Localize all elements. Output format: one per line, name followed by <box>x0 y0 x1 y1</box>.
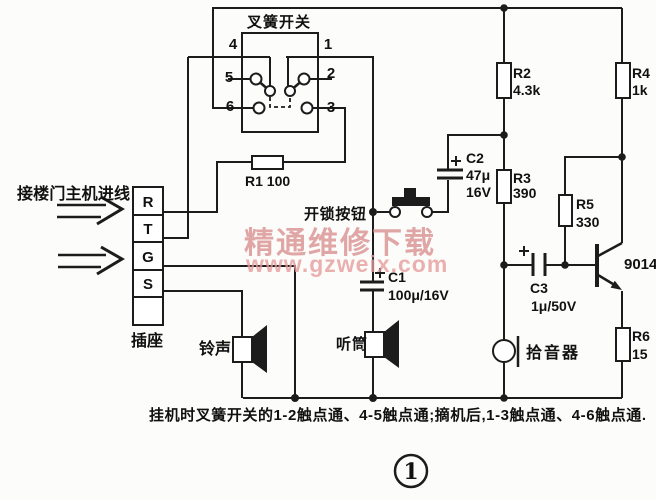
switch-arms <box>255 78 305 92</box>
r5-value: 330 <box>576 214 600 230</box>
terminal-2-label: 2 <box>327 65 335 82</box>
hook-switch-title: 叉簧开关 <box>246 13 310 31</box>
c2-plus-sign <box>451 156 461 166</box>
arrow-lines-bottom <box>58 253 106 269</box>
terminal-5-label: 5 <box>225 69 233 86</box>
r2-value: 4.3k <box>513 82 540 98</box>
caption-text: 挂机时叉簧开关的1-2触点通、4-5触点通;摘机后,1-3触点通、4-6触点通. <box>149 406 646 424</box>
c2-voltage: 16V <box>466 184 492 200</box>
earpiece-label: 听筒 <box>336 335 367 353</box>
r1-label: R1 100 <box>245 173 290 189</box>
contact-6 <box>252 101 266 115</box>
socket-pin-t: T <box>143 221 152 238</box>
capacitor-c3-plates <box>531 253 547 276</box>
microphone-symbol <box>492 336 520 367</box>
microphone-label: 拾音器 <box>526 343 579 362</box>
junction-dots <box>291 4 626 402</box>
switch-mechanical-link <box>269 97 291 108</box>
resistor-r4 <box>615 62 631 99</box>
socket-pin-g: G <box>142 249 154 266</box>
terminal-4-label: 4 <box>229 36 238 53</box>
resistor-r2 <box>496 62 512 99</box>
transistor-model-label: 9014 <box>624 256 656 273</box>
watermark-text: 精通维修下载 <box>244 227 436 260</box>
c3-value: 1μ/50V <box>531 298 577 314</box>
watermark: 精通维修下载 www.gzweix.com <box>244 227 448 277</box>
pivot-left <box>264 85 276 97</box>
terminal-6-label: 6 <box>226 98 234 115</box>
terminal-1-label: 1 <box>324 36 332 53</box>
socket-pin-s: S <box>143 276 153 293</box>
transistor-collector <box>597 241 623 258</box>
arrow-head-top <box>96 195 125 226</box>
resistor-r6 <box>615 327 631 362</box>
c2-name: C2 <box>466 150 484 166</box>
ringer-label: 铃声 <box>199 339 231 358</box>
resistors <box>251 62 631 362</box>
socket-pin-r: R <box>143 194 154 211</box>
earpiece-horn <box>384 320 399 368</box>
c1-value: 100μ/16V <box>388 287 449 303</box>
pivot-right <box>284 85 296 97</box>
contact-3 <box>300 101 314 115</box>
earpiece-symbol <box>364 320 399 368</box>
labels: 叉簧开关 4 1 5 2 6 3 R1 100 接楼门主机进线 R T G S … <box>17 13 656 424</box>
emitter-arrow <box>610 280 622 290</box>
unlock-button-label: 开锁按钮 <box>304 205 366 223</box>
incoming-line-label: 接楼门主机进线 <box>17 184 130 203</box>
socket-body <box>132 186 164 326</box>
r3-value: 390 <box>513 185 537 201</box>
capacitors <box>360 156 547 292</box>
c1-name: C1 <box>388 269 406 285</box>
contact-5 <box>249 72 263 86</box>
hook-switch <box>241 32 319 133</box>
socket-dividers <box>133 214 163 298</box>
r5-name: R5 <box>576 196 594 212</box>
terminal-3-label: 3 <box>327 99 335 116</box>
microphone-circle <box>492 339 516 363</box>
arrow-lines-top <box>57 203 106 219</box>
figure-number: 1 <box>393 453 429 489</box>
transistor-9014 <box>595 241 623 290</box>
capacitor-c2-plates <box>437 168 463 180</box>
c3-name: C3 <box>530 280 548 296</box>
figure-number-text: 1 <box>403 459 418 485</box>
c1-plus-sign <box>375 268 385 278</box>
button-terminal-right <box>421 206 433 218</box>
arrow-head-bottom <box>96 245 125 276</box>
incoming-arrows <box>57 195 125 276</box>
earpiece-body <box>364 331 385 358</box>
r6-value: 15 <box>632 346 648 362</box>
r6-name: R6 <box>632 328 650 344</box>
hook-switch-box <box>241 32 319 133</box>
ringer-symbol <box>232 325 267 373</box>
socket-symbol <box>132 186 164 326</box>
resistor-r1 <box>251 155 284 170</box>
watermark-url: www.gzweix.com <box>245 251 448 277</box>
button-bar <box>392 197 430 206</box>
wires <box>163 7 623 399</box>
contact-2 <box>297 72 311 86</box>
c3-plus-sign <box>519 246 529 256</box>
transistor-emitter <box>597 273 614 286</box>
figure-number-circle <box>393 453 429 489</box>
r3-name: R3 <box>513 170 531 186</box>
resistor-r3 <box>496 169 512 204</box>
r2-name: R2 <box>513 65 531 81</box>
unlock-button-symbol <box>389 188 433 218</box>
r4-value: 1k <box>632 82 648 98</box>
capacitor-c1-plates <box>360 280 384 292</box>
ringer-horn <box>252 325 267 373</box>
r4-name: R4 <box>632 65 650 81</box>
socket-label: 插座 <box>131 331 163 350</box>
resistor-r5 <box>558 194 573 227</box>
button-stem <box>404 188 416 198</box>
ringer-body <box>232 336 253 363</box>
c2-value: 47μ <box>466 167 490 183</box>
button-terminal-left <box>389 206 401 218</box>
